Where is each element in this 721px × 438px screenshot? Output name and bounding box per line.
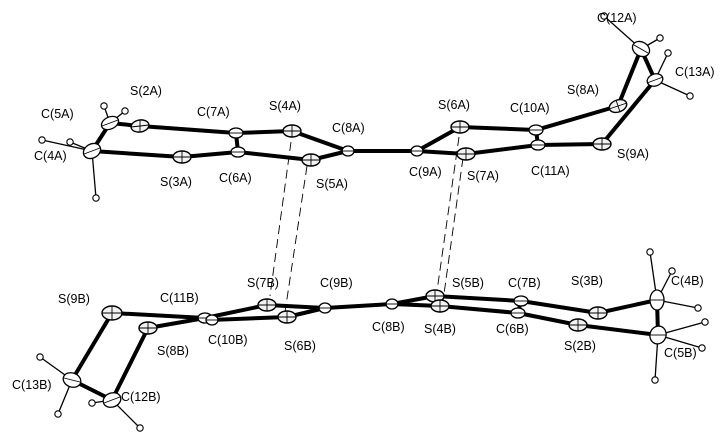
atom-s4a <box>282 124 302 138</box>
contact-s4a-s7b <box>269 141 292 297</box>
atom-s7a <box>456 147 476 161</box>
label-c11a: C(11A) <box>531 164 570 178</box>
contact-s7a-s4b <box>442 157 464 302</box>
atom-s3a <box>172 150 192 164</box>
label-s6a: S(6A) <box>438 98 470 112</box>
label-c10a: C(10A) <box>510 101 550 115</box>
hydrogen-atoms <box>36 12 709 432</box>
label-c11b: C(11B) <box>160 291 199 305</box>
atom-c12a <box>631 40 651 58</box>
label-c4b: C(4B) <box>671 274 704 288</box>
atom-c11a <box>530 139 546 151</box>
atom-c13b <box>62 372 82 388</box>
label-s5a: S(5A) <box>316 177 348 191</box>
label-c7a: C(7A) <box>197 105 230 119</box>
atoms-molecule-a <box>82 40 664 167</box>
atom-c5a <box>100 115 120 131</box>
label-c7b: C(7B) <box>508 276 541 290</box>
atom-s2a <box>130 119 150 133</box>
label-c4a: C(4A) <box>34 149 67 163</box>
atom-c7a <box>228 127 244 139</box>
atoms-molecule-b <box>62 289 667 408</box>
label-s7a: S(7A) <box>467 169 499 183</box>
atom-labels: C(12A) C(13A) S(8A) S(2A) C(5A) C(7A) S(… <box>12 11 715 404</box>
label-c8b: C(8B) <box>372 320 405 334</box>
atom-c10b <box>205 314 219 326</box>
atom-s7b <box>257 298 277 312</box>
atom-s5a <box>301 153 321 167</box>
label-c5a: C(5A) <box>41 107 74 121</box>
bonds-molecule-a <box>90 47 657 162</box>
atom-c7b <box>513 295 529 307</box>
atom-s9b <box>101 305 123 321</box>
atom-c9a <box>410 145 424 157</box>
label-s9b: S(9B) <box>58 292 90 306</box>
label-s9a: S(9A) <box>617 147 649 161</box>
contact-s6a-s5b <box>436 136 460 292</box>
label-s8a: S(8A) <box>567 83 599 97</box>
atom-c12b <box>102 392 122 408</box>
atom-s2b <box>568 318 588 332</box>
atom-c9b <box>318 302 332 314</box>
atom-c4a <box>82 142 102 160</box>
label-c12a: C(12A) <box>597 11 637 25</box>
atom-c4b <box>649 289 665 311</box>
label-s5b: S(5B) <box>452 276 484 290</box>
label-c13a: C(13A) <box>675 65 715 79</box>
label-s4b: S(4B) <box>424 322 456 336</box>
label-c9a: C(9A) <box>409 165 442 179</box>
atom-s8b <box>138 321 158 335</box>
label-s2a: S(2A) <box>130 84 162 98</box>
label-c5b: C(5B) <box>664 346 697 360</box>
atom-s9a <box>592 137 612 151</box>
atom-c8b <box>385 298 399 310</box>
label-c9b: C(9B) <box>320 276 353 290</box>
label-s4a: S(4A) <box>269 99 301 113</box>
label-s2b: S(2B) <box>564 339 596 353</box>
contact-lines <box>269 136 464 313</box>
atom-s3b <box>588 306 608 320</box>
label-s6b: S(6B) <box>284 339 316 353</box>
label-s3a: S(3A) <box>160 175 192 189</box>
label-c10b: C(10B) <box>208 333 248 347</box>
atom-s4b <box>430 299 450 313</box>
contact-s5a-s6b <box>284 165 308 313</box>
label-s8b: S(8B) <box>157 344 189 358</box>
label-c6b: C(6B) <box>496 322 529 336</box>
atom-c6b <box>510 307 526 319</box>
label-c13b: C(13B) <box>12 378 52 392</box>
atom-c6a <box>230 146 246 158</box>
label-c8a: C(8A) <box>332 121 365 135</box>
label-c12b: C(12B) <box>121 390 161 404</box>
label-c6a: C(6A) <box>219 171 252 185</box>
atom-s6a <box>450 120 470 134</box>
atom-c10a <box>528 124 544 136</box>
atom-c5b <box>649 325 667 345</box>
atom-c13a <box>646 73 664 87</box>
atom-s8a <box>608 98 628 114</box>
atom-s6b <box>277 310 297 324</box>
label-s3b: S(3B) <box>571 274 603 288</box>
hydrogen-bonds <box>39 15 706 429</box>
label-s7b: S(7B) <box>247 276 279 290</box>
atom-c8a <box>341 145 355 157</box>
